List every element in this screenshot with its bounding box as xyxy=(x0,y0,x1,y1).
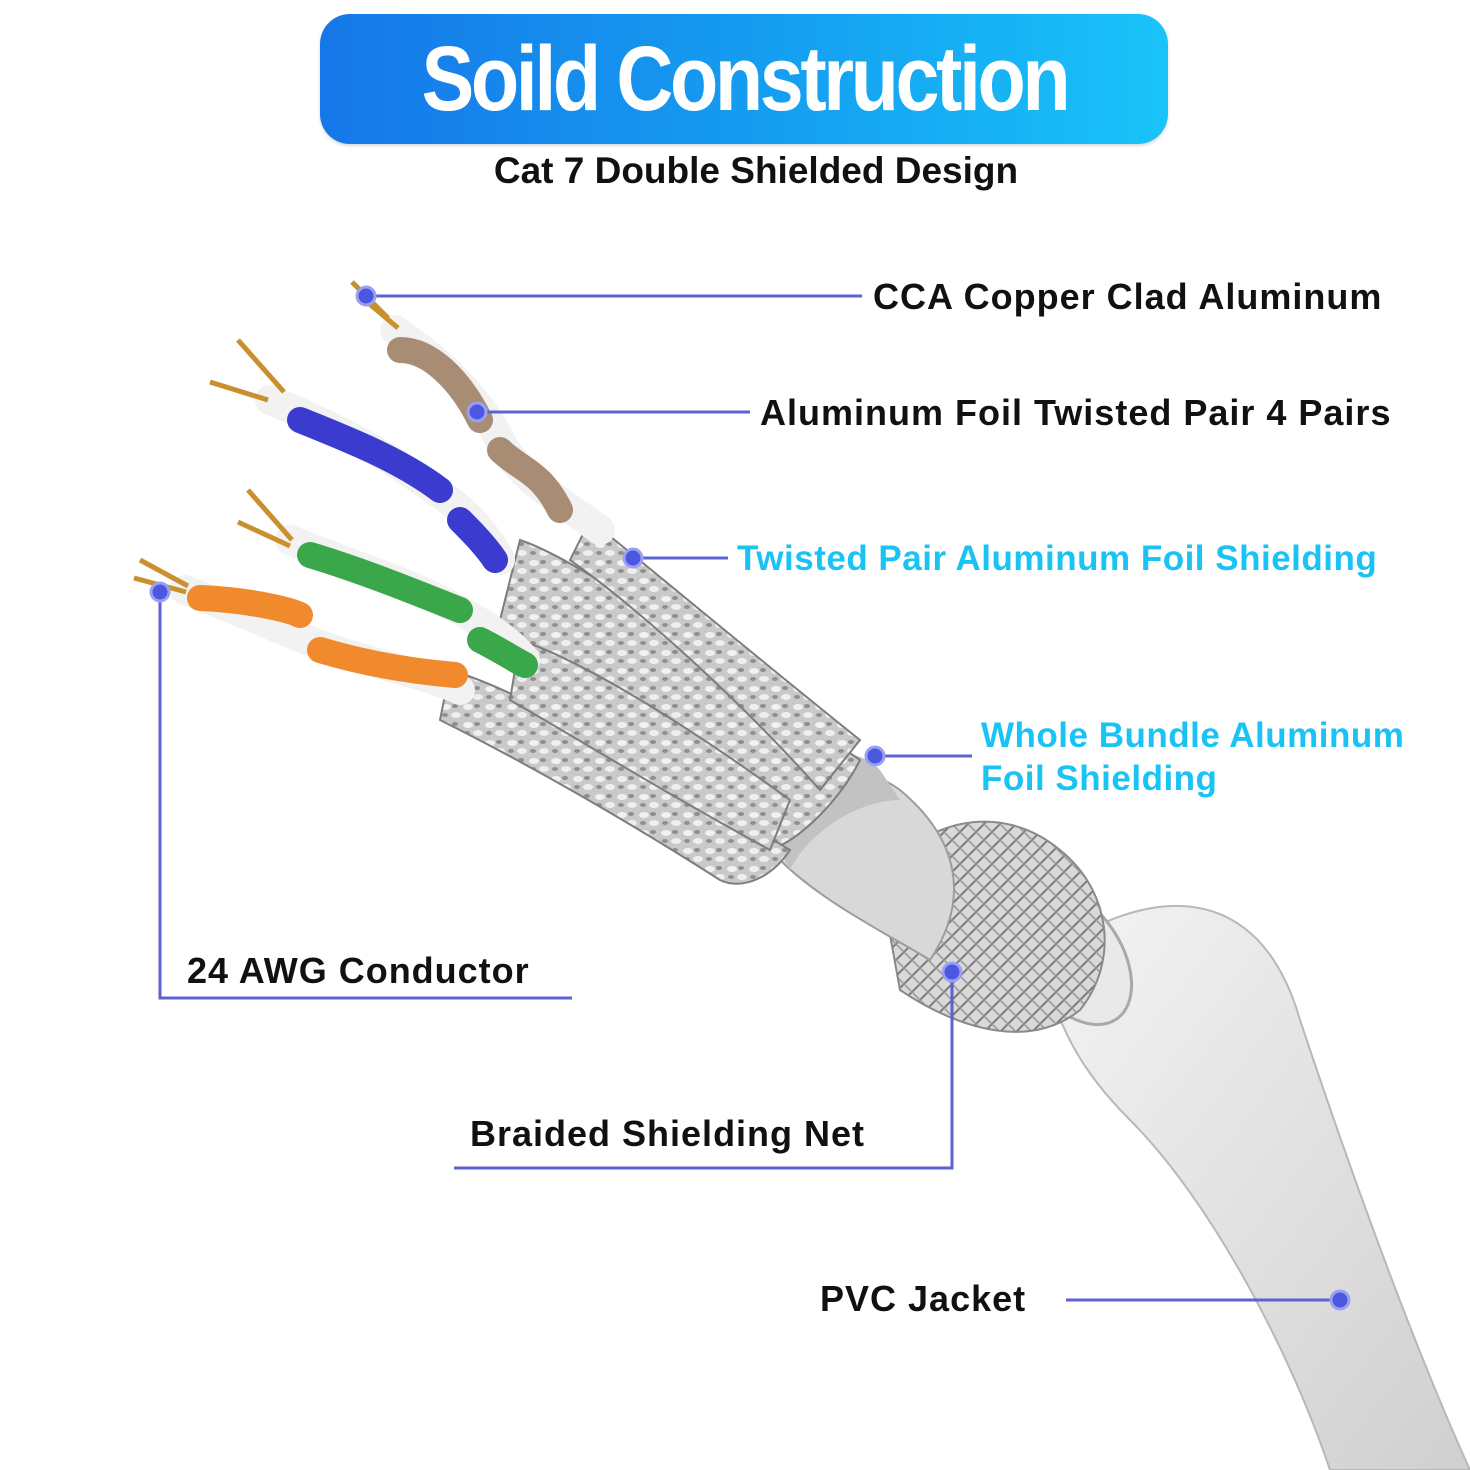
pair-foil-shapes xyxy=(438,518,862,885)
label-pair-shielding: Twisted Pair Aluminum Foil Shielding xyxy=(737,539,1378,578)
label-awg: 24 AWG Conductor xyxy=(187,950,530,991)
title-banner: Soild Construction xyxy=(320,14,1168,144)
page-title: Soild Construction xyxy=(421,27,1070,130)
label-twisted-pairs: Aluminum Foil Twisted Pair 4 Pairs xyxy=(760,392,1392,433)
page-subtitle: Cat 7 Double Shielded Design xyxy=(493,150,1019,191)
leader-dot-twisted-pairs xyxy=(466,401,488,423)
blue-twisted-pair xyxy=(209,338,515,575)
leader-dot-jacket xyxy=(1329,1289,1351,1311)
leader-dot-pair-shielding xyxy=(622,547,644,569)
leader-dot-bundle xyxy=(864,745,886,767)
label-cca: CCA Copper Clad Aluminum xyxy=(873,276,1383,317)
leader-dot-braided xyxy=(941,961,963,983)
leader-line-awg xyxy=(158,592,572,1000)
leader-dot-cca xyxy=(355,285,377,307)
label-bundle-line-1: Whole Bundle Aluminum xyxy=(981,716,1405,755)
label-jacket: PVC Jacket xyxy=(820,1278,1027,1319)
green-twisted-pair xyxy=(236,488,540,678)
label-braided: Braided Shielding Net xyxy=(470,1113,866,1154)
label-bundle-line-2: Foil Shielding xyxy=(981,759,1218,798)
leader-dot-awg xyxy=(149,581,171,603)
leader-line-braided xyxy=(454,972,954,1170)
